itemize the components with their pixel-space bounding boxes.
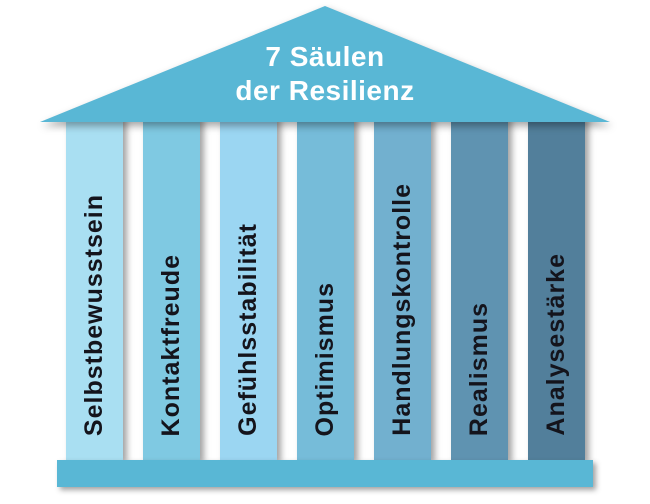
pillar-selbstbewusstsein: Selbstbewusstsein xyxy=(66,116,123,460)
pillar-label: Realismus xyxy=(465,301,493,436)
diagram-title: 7 Säulen der Resilienz xyxy=(40,40,610,108)
roof: 7 Säulen der Resilienz xyxy=(40,6,610,122)
title-line-1: 7 Säulen xyxy=(265,41,385,72)
pillar-label: Gefühlsstabilität xyxy=(234,223,262,436)
pillar-label: Kontaktfreude xyxy=(157,253,185,436)
pillar-label: Analysestärke xyxy=(542,253,570,436)
pillar-kontaktfreude: Kontaktfreude xyxy=(143,116,200,460)
pillar-label: Handlungskontrolle xyxy=(388,183,416,436)
pillar-handlungskontrolle: Handlungskontrolle xyxy=(374,116,431,460)
pillar-row: Selbstbewusstsein Kontaktfreude Gefühlss… xyxy=(66,116,585,460)
foundation-bar xyxy=(57,460,593,487)
pillar-gefuehlsstabilitaet: Gefühlsstabilität xyxy=(220,116,277,460)
pillar-label: Selbstbewusstsein xyxy=(80,193,108,436)
pillar-realismus: Realismus xyxy=(451,116,508,460)
pillar-analysestaerke: Analysestärke xyxy=(528,116,585,460)
title-line-2: der Resilienz xyxy=(235,75,415,106)
pillar-optimismus: Optimismus xyxy=(297,116,354,460)
pillar-label: Optimismus xyxy=(311,281,339,436)
